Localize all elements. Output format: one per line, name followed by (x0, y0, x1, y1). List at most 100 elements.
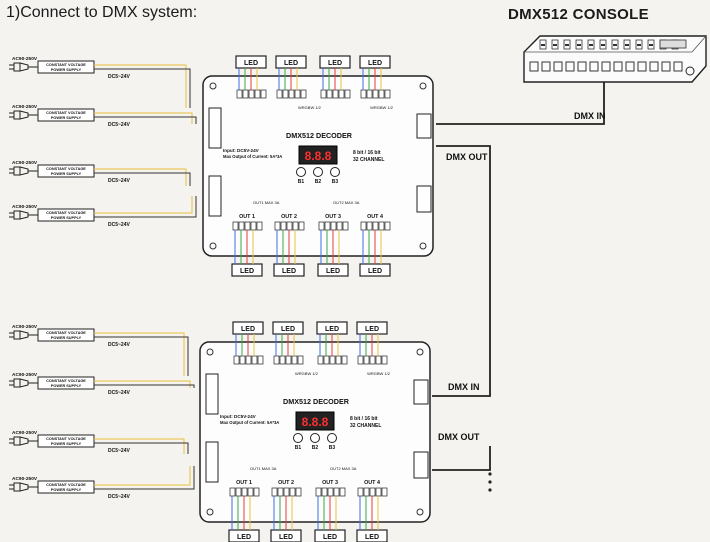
led-label: LED (282, 268, 296, 275)
console-key (637, 61, 647, 72)
ac-input-label: AC90-250V (12, 104, 38, 110)
terminal-pin (291, 355, 298, 365)
dc-wire (94, 438, 185, 454)
out-label-1: OUT 1 (239, 214, 255, 220)
decoder-button-3 (330, 167, 340, 177)
terminal-pin (256, 221, 263, 231)
dc-output-label: DC5~24V (108, 448, 130, 454)
console-fader (575, 39, 583, 50)
dc-output-label: DC5~24V (108, 122, 130, 128)
console-fader (623, 39, 631, 50)
terminal-pin (375, 355, 382, 365)
console-fader-knob (577, 44, 581, 46)
psu-label: POWER SUPPLY (51, 336, 82, 340)
led-label: LED (281, 326, 295, 333)
psu-label: POWER SUPPLY (51, 68, 82, 72)
led-strip: LED (272, 321, 304, 335)
terminal-pin (244, 221, 251, 231)
terminal-pin (318, 221, 325, 231)
terminal-pin (245, 355, 252, 365)
dc-wire (94, 384, 195, 388)
decoder-button-label: B1 (295, 445, 302, 451)
console-key (673, 61, 683, 72)
console-fader-knob (553, 44, 557, 46)
console-edge (691, 35, 707, 53)
input-voltage-label: Input: DC5V-24V (220, 414, 257, 419)
console-key (625, 61, 635, 72)
plug-body (19, 330, 29, 340)
led-label: LED (279, 534, 293, 541)
console-title: DMX512 CONSOLE (508, 6, 649, 23)
plug-icon (13, 378, 21, 388)
decoder-button-label: B3 (332, 179, 339, 185)
console-key (661, 61, 671, 72)
ac-input-label: AC90-250V (12, 430, 38, 436)
dc-output-label: DC5~24V (108, 178, 130, 184)
console-screen (659, 39, 687, 49)
terminal-pin (271, 487, 278, 497)
dc-wire (94, 442, 189, 454)
psu-label: POWER SUPPLY (51, 116, 82, 120)
dmx-out-label-2: DMX OUT (438, 432, 480, 442)
decoder-button-3 (327, 433, 337, 443)
terminal-pin (341, 355, 348, 365)
led-strip: LED (359, 263, 391, 277)
terminal-pin (329, 355, 336, 365)
psu-label: CONSTANT VOLTAGE (46, 331, 86, 335)
mounting-hole (209, 82, 217, 90)
bit-mode-label: 8 bit / 16 bit (353, 150, 381, 156)
ac-input-label: AC90-250V (12, 160, 38, 166)
out-group-label: OUT2 MAX 3A (333, 200, 360, 205)
out-label-4: OUT 4 (364, 480, 380, 486)
console-fader-knob (613, 44, 617, 46)
dc-wire (94, 168, 187, 186)
dc-wire (94, 172, 191, 186)
terminal-pin (257, 355, 264, 365)
console-fader-knob (565, 44, 569, 46)
plug-icon (13, 62, 21, 72)
terminal-pin (277, 487, 284, 497)
plug-icon (13, 166, 21, 176)
terminal-pin (298, 221, 305, 231)
out-group-label: OUT1 MAX 3A (250, 466, 277, 471)
terminal-pin (317, 355, 324, 365)
terminal-pin (326, 89, 333, 99)
out-label-1: OUT 1 (236, 480, 252, 486)
terminal-pin (241, 487, 248, 497)
terminal-pin (294, 89, 301, 99)
led-label: LED (365, 534, 379, 541)
terminal-pin (327, 487, 334, 497)
led-label: LED (240, 268, 254, 275)
console-fader (587, 39, 595, 50)
out-label-2: OUT 2 (281, 214, 297, 220)
plug-body (19, 482, 29, 492)
psu-label: CONSTANT VOLTAGE (46, 211, 86, 215)
led-strip: LED (232, 321, 264, 335)
terminal-pin (279, 355, 286, 365)
terminal-pin (321, 487, 328, 497)
ac-input-label: AC90-250V (12, 56, 38, 62)
terminal-pin (323, 355, 330, 365)
max-current-label: Max Output of Current: 5A*3A (223, 154, 282, 159)
psu-box (37, 108, 95, 122)
psu-box (37, 480, 95, 494)
led-label: LED (244, 60, 258, 67)
decoder-button-2 (313, 167, 323, 177)
terminal-pin (297, 355, 304, 365)
terminal-pin (260, 89, 267, 99)
console-key (541, 61, 551, 72)
console-key (553, 61, 563, 72)
console-fader-knob (637, 44, 641, 46)
channel-label: 32 CHANNEL (350, 423, 381, 429)
psu-label: CONSTANT VOLTAGE (46, 379, 86, 383)
terminal-pin (251, 355, 258, 365)
console-fader (563, 39, 571, 50)
dmx-port-out (416, 185, 432, 213)
console-key (529, 61, 539, 72)
dmx-port-out (413, 451, 429, 479)
console-jack (685, 66, 695, 76)
